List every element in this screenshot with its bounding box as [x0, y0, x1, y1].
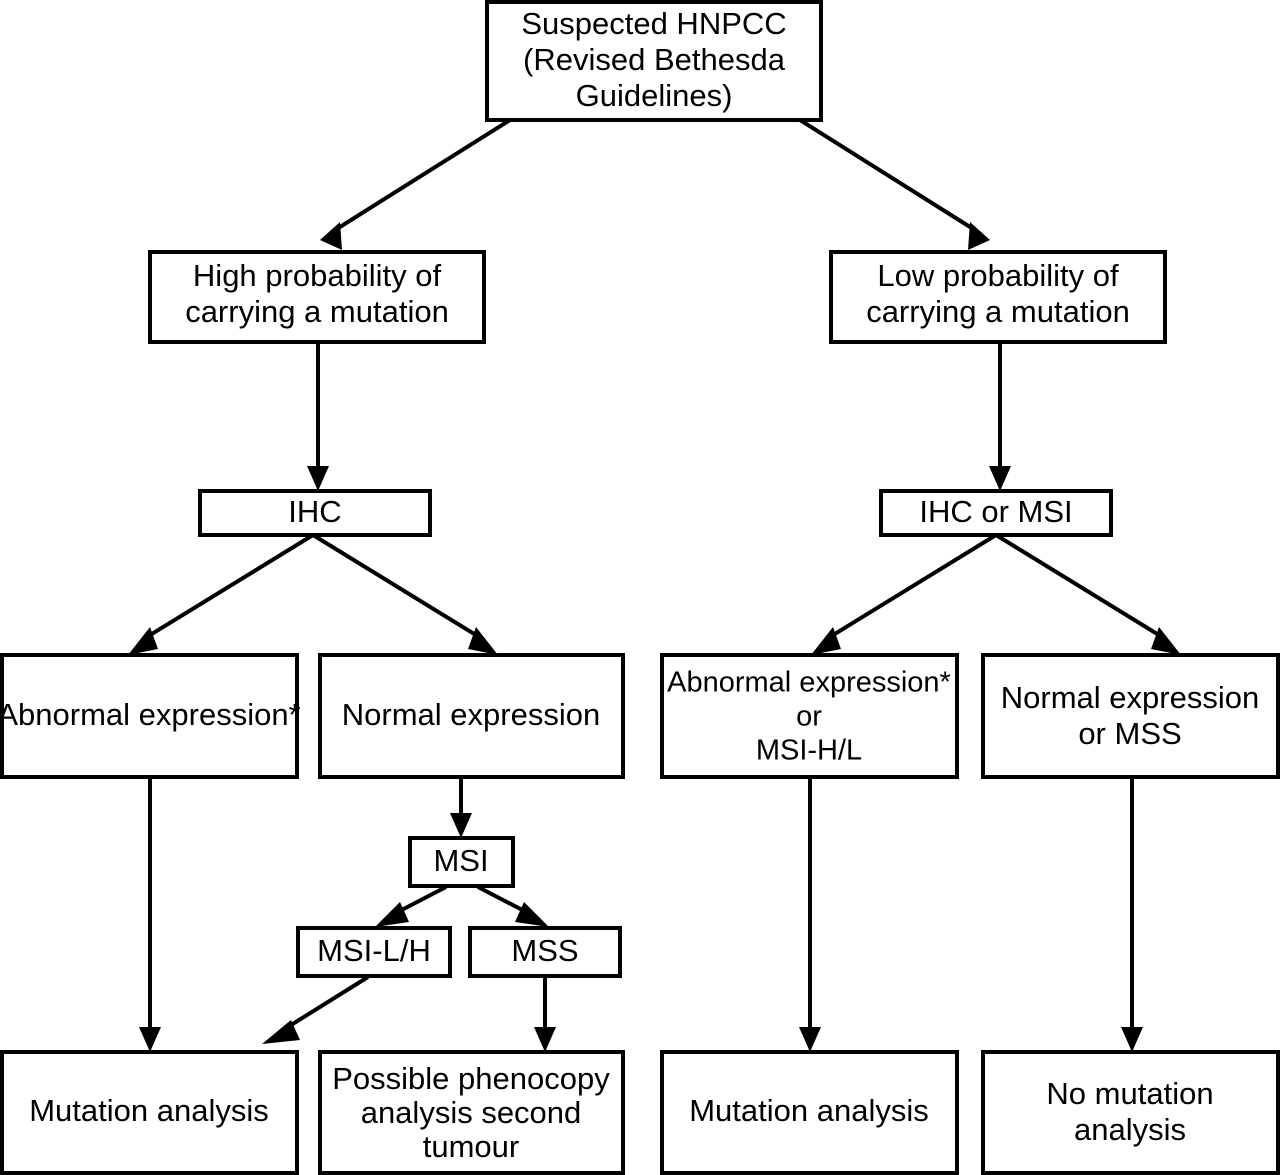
node-abnormal-expression-right[interactable]: Abnormal expression* or MSI-H/L	[660, 653, 959, 779]
edge-mss-to-possible-phenocopy	[534, 977, 556, 1052]
node-abnormal-expression-right-line-2: or	[796, 701, 822, 733]
node-msi-lh-label: MSI-L/H	[317, 933, 431, 968]
node-high-probability-line-2: carrying a mutation	[185, 294, 449, 329]
edge-suspected-to-low-probability	[798, 118, 990, 250]
edge-abnormal-expression-left-to-mutation-analysis	[139, 777, 161, 1052]
edge-ihc-or-msi-to-normal-expression-right	[994, 533, 1181, 655]
edge-ihc-to-abnormal-expression-left	[128, 533, 315, 655]
node-abnormal-expression-right-line-1: Abnormal expression*	[667, 667, 951, 699]
node-mss[interactable]: MSS	[468, 926, 622, 978]
node-no-mutation-analysis[interactable]: No mutation analysis	[981, 1050, 1280, 1175]
edge-abnormal-expression-right-to-mutation-analysis	[799, 777, 821, 1052]
edge-ihc-or-msi-to-abnormal-expression-right	[811, 533, 998, 655]
node-possible-phenocopy-line-1: Possible phenocopy	[332, 1061, 610, 1096]
node-normal-expression-right-line-1: Normal expression	[1001, 680, 1259, 715]
node-mutation-analysis-right[interactable]: Mutation analysis	[660, 1050, 959, 1175]
edge-msi-lh-to-mutation-analysis-left	[262, 975, 370, 1044]
node-high-probability[interactable]: High probability of carrying a mutation	[148, 250, 486, 344]
node-possible-phenocopy-line-2: analysis second	[361, 1095, 582, 1130]
node-suspected-hnpcc-line-1: Suspected HNPCC	[521, 6, 786, 41]
edges-layer	[128, 118, 1181, 1052]
node-mutation-analysis-right-label: Mutation analysis	[689, 1093, 929, 1128]
node-no-mutation-analysis-line-2: analysis	[1074, 1112, 1186, 1147]
node-mutation-analysis-left-label: Mutation analysis	[29, 1093, 269, 1128]
edge-high-probability-to-ihc	[307, 343, 329, 491]
edge-msi-to-mss	[477, 885, 549, 927]
node-mss-label: MSS	[511, 933, 578, 968]
node-low-probability-line-2: carrying a mutation	[866, 294, 1130, 329]
node-ihc-label: IHC	[288, 494, 341, 529]
node-msi[interactable]: MSI	[408, 836, 515, 888]
node-normal-expression-right[interactable]: Normal expression or MSS	[981, 653, 1280, 779]
node-possible-phenocopy-line-3: tumour	[423, 1129, 519, 1164]
node-low-probability-line-1: Low probability of	[877, 258, 1119, 293]
edge-low-probability-to-ihc-or-msi	[989, 343, 1011, 491]
node-possible-phenocopy[interactable]: Possible phenocopy analysis second tumou…	[318, 1050, 625, 1175]
node-mutation-analysis-left[interactable]: Mutation analysis	[0, 1050, 299, 1175]
node-abnormal-expression-right-line-3: MSI-H/L	[756, 735, 862, 767]
node-msi-label: MSI	[433, 843, 488, 878]
node-no-mutation-analysis-line-1: No mutation	[1046, 1076, 1213, 1111]
node-ihc[interactable]: IHC	[198, 489, 432, 537]
node-normal-expression-left-label: Normal expression	[342, 697, 600, 732]
node-abnormal-expression-left[interactable]: Abnormal expression*	[0, 653, 301, 779]
edge-suspected-to-high-probability	[320, 118, 512, 250]
edge-normal-expression-right-to-no-mutation-analysis	[1121, 777, 1143, 1052]
node-ihc-or-msi[interactable]: IHC or MSI	[879, 489, 1113, 537]
edge-ihc-to-normal-expression-left	[311, 533, 498, 655]
node-suspected-hnpcc-line-2: (Revised Bethesda	[523, 42, 786, 77]
node-normal-expression-right-line-2: or MSS	[1078, 716, 1181, 751]
node-suspected-hnpcc-line-3: Guidelines)	[576, 78, 733, 113]
node-msi-lh[interactable]: MSI-L/H	[296, 926, 452, 978]
edge-normal-expression-left-to-msi	[450, 777, 472, 838]
node-abnormal-expression-left-label: Abnormal expression*	[0, 697, 301, 732]
edge-msi-to-msi-lh	[375, 885, 447, 927]
node-low-probability[interactable]: Low probability of carrying a mutation	[829, 250, 1167, 344]
node-high-probability-line-1: High probability of	[193, 258, 442, 293]
node-ihc-or-msi-label: IHC or MSI	[919, 494, 1072, 529]
node-normal-expression-left[interactable]: Normal expression	[318, 653, 625, 779]
node-suspected-hnpcc[interactable]: Suspected HNPCC (Revised Bethesda Guidel…	[485, 0, 823, 122]
